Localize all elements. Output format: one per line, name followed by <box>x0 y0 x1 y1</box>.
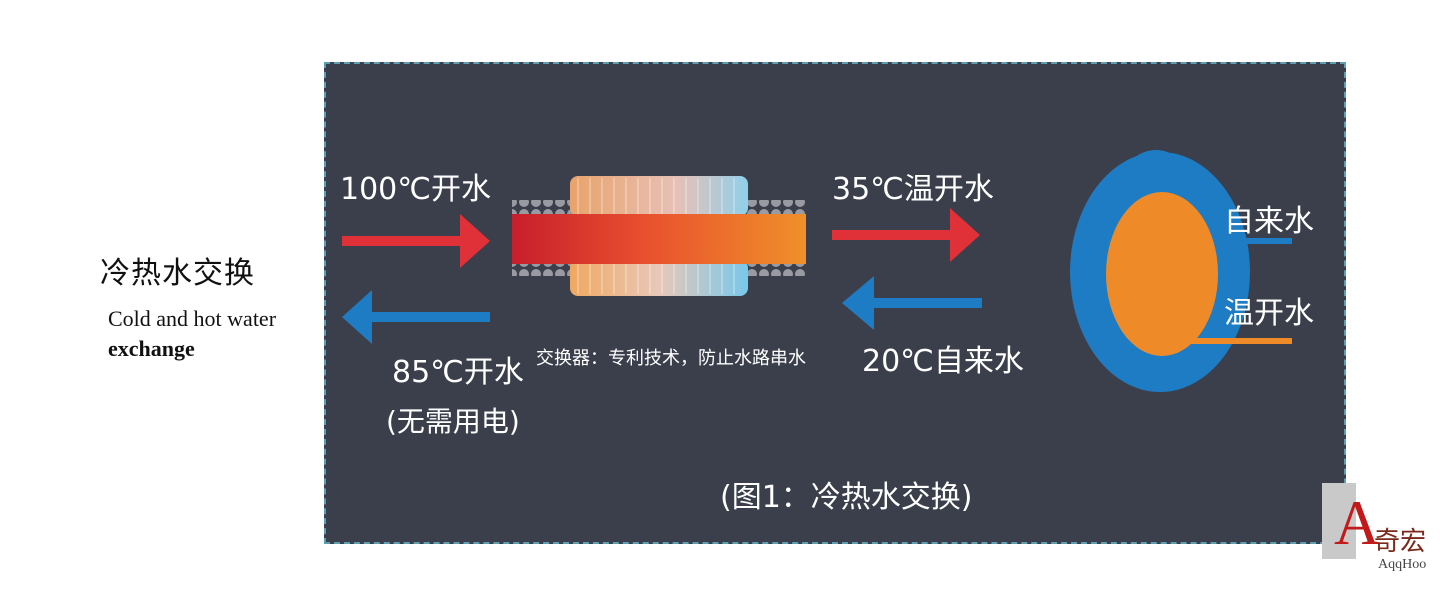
legend-warm-water: 温开水 <box>1224 296 1314 331</box>
warm-out-label: 35℃温开水 <box>832 172 994 207</box>
hot-in-arrow <box>342 214 490 268</box>
side-title: 冷热水交换 <box>100 256 255 291</box>
diagram-caption: (图1：冷热水交换) <box>720 480 973 515</box>
tap-in-label: 20℃自来水 <box>862 344 1024 379</box>
logo-letter: A <box>1334 487 1381 558</box>
logo-cn-text: 奇宏 <box>1374 527 1427 557</box>
exchanger-label: 交换器：专利技术，防止水路串水 <box>536 348 806 369</box>
warm-water-leader <box>1176 338 1292 344</box>
logo-en-text: AqqHoo <box>1378 557 1427 572</box>
side-subtitle-line2: exchange <box>108 336 195 361</box>
pipe-cross-section <box>1070 150 1292 392</box>
tap-water-leader <box>1216 238 1292 244</box>
warm-out-arrow <box>832 208 980 262</box>
tap-in-arrow <box>842 276 982 330</box>
legend-tap-water: 自来水 <box>1224 204 1314 239</box>
diagram-graphics <box>342 150 1292 392</box>
hot-in-label: 100℃开水 <box>340 172 491 207</box>
logo-backdrop <box>1322 483 1356 559</box>
watermark-logo: A 奇宏 AqqHoo <box>1322 483 1438 595</box>
side-subtitle: Cold and hot water exchange <box>108 304 276 364</box>
exchange-diagram-panel: 100℃开水 85℃开水 (无需用电) 交换器：专利技术，防止水路串水 35℃温… <box>324 62 1346 544</box>
side-subtitle-line1: Cold and hot water <box>108 306 277 331</box>
hot-out-note: (无需用电) <box>386 405 520 438</box>
heat-exchanger <box>512 176 806 296</box>
hot-out-label: 85℃开水 <box>392 355 524 390</box>
hot-out-arrow <box>342 290 490 344</box>
